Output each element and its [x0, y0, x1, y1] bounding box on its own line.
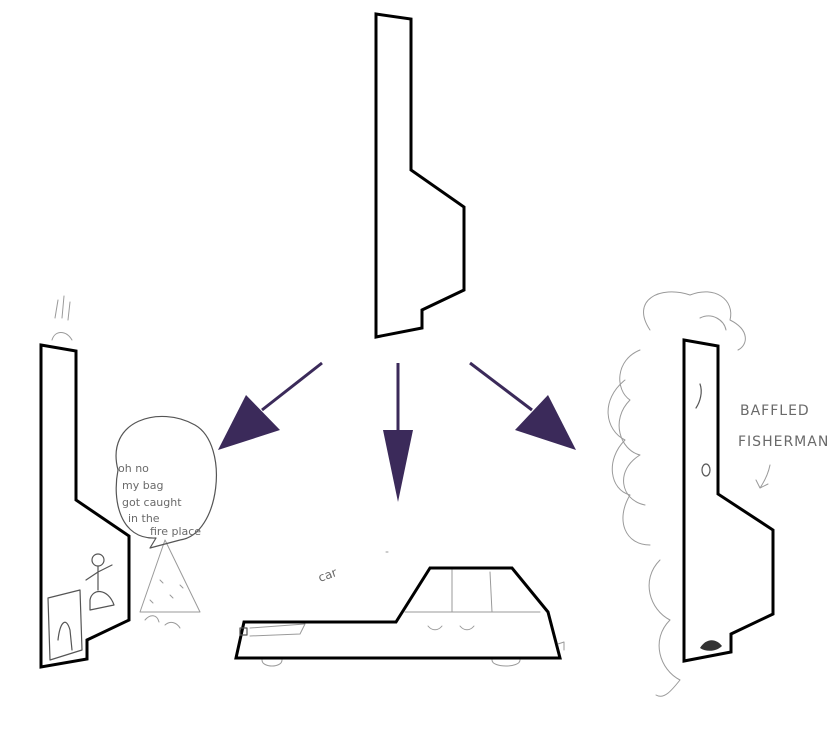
speech-line-4: in the [128, 512, 160, 525]
svg-text:oh no my bag got c: oh no my bag got caught in the fire plac… [118, 462, 201, 538]
center-panel: car [234, 551, 565, 667]
fisherman-label-line-2: FISHERMAN [738, 434, 829, 450]
speech-line-5: fire place [150, 525, 201, 538]
left-shape-outline [39, 343, 131, 669]
car-label: car [316, 565, 339, 585]
car-shape-outline [234, 566, 562, 660]
svg-text:BAFFLED FISHERMAN: BAFFLED FISHERMAN [738, 403, 829, 450]
arrow-down [383, 363, 413, 502]
fisherman-label-line-1: BAFFLED [740, 403, 810, 419]
arrow-right [469, 361, 576, 450]
speech-bubble [115, 415, 217, 549]
speech-line-1: oh no [118, 462, 149, 475]
source-shape [374, 12, 466, 339]
left-panel: oh no my bag got caught in the fire plac… [39, 295, 217, 669]
speech-line-2: my bag [122, 479, 163, 492]
right-panel: BAFFLED FISHERMAN [607, 291, 829, 697]
right-shape-outline [682, 338, 775, 663]
speech-line-3: got caught [122, 496, 182, 509]
label-pointer-arrow [755, 464, 771, 489]
arrow-left [218, 361, 323, 450]
